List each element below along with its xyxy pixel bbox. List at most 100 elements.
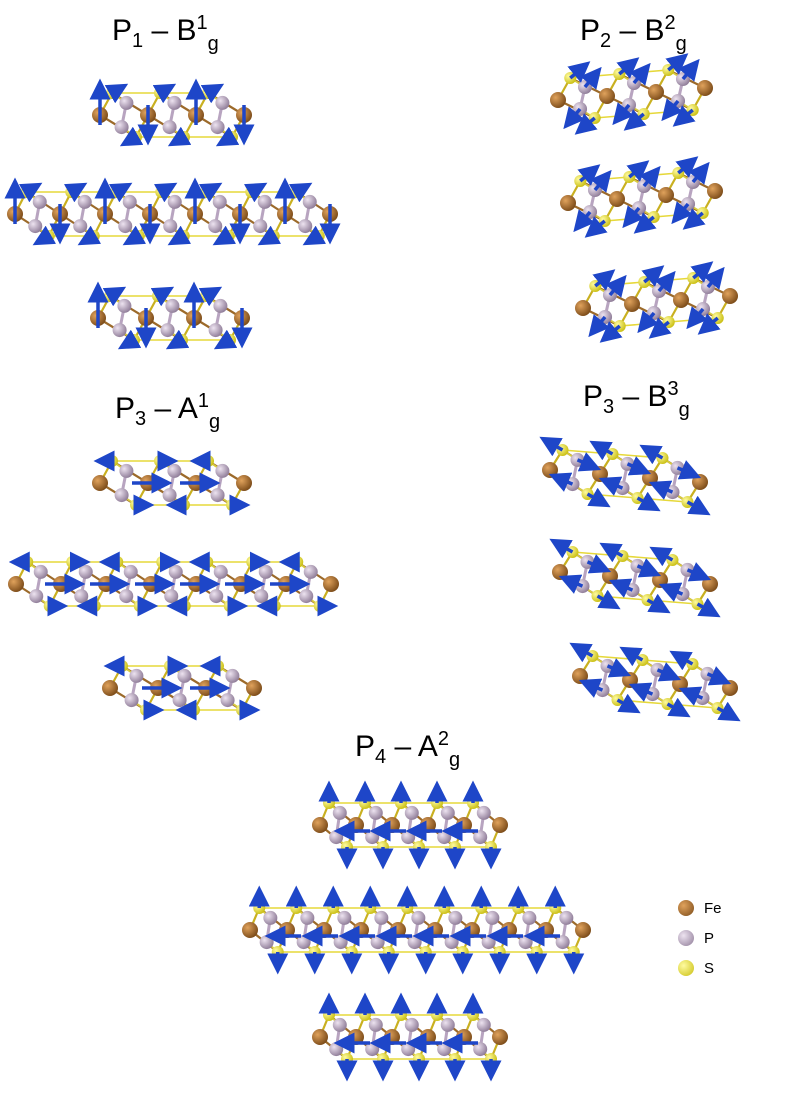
title-base: P: [580, 14, 601, 47]
displacement-arrow: [639, 444, 664, 465]
fe-atom: [560, 195, 576, 211]
displacement-arrow: [646, 593, 671, 614]
displacement-arrow: [108, 182, 133, 203]
displacement-arrow: [569, 642, 594, 663]
fe-atom: [102, 680, 118, 696]
s-atom-icon: [678, 960, 694, 976]
fe-atom: [707, 183, 723, 199]
p-atom: [225, 668, 240, 683]
displacement-arrow: [637, 310, 659, 334]
p-atom: [122, 194, 137, 209]
fe-atom: [673, 292, 689, 308]
fe-atom: [592, 466, 608, 482]
p-atom: [298, 219, 313, 234]
displacement-arrow: [608, 578, 634, 598]
displacement-arrow: [548, 472, 574, 492]
p-atom: [253, 219, 268, 234]
displacement-arrow: [152, 83, 177, 104]
p-atom: [254, 589, 269, 604]
displacement-arrow: [586, 554, 612, 574]
displacement-arrow: [599, 542, 624, 563]
title-base: P: [583, 380, 604, 413]
p-atom: [208, 323, 223, 338]
panel-title-p2: P2 – B2g: [580, 12, 687, 55]
p-atom: [404, 1017, 419, 1032]
title-sup: 2: [437, 728, 449, 750]
fe-atom: [648, 84, 664, 100]
title-sup: 1: [196, 12, 208, 34]
p-atom: [473, 830, 488, 845]
displacement-arrow: [590, 169, 612, 193]
fe-atom: [702, 576, 718, 592]
p-atom: [172, 693, 187, 708]
displacement-arrow: [686, 562, 712, 582]
displacement-arrow: [150, 286, 175, 307]
p-atom: [300, 910, 315, 925]
displacement-arrow: [716, 701, 741, 722]
fe-atom: [658, 187, 674, 203]
fe-atom: [92, 475, 108, 491]
p-atom: [167, 95, 182, 110]
displacement-arrow: [586, 487, 611, 508]
fe-atom-icon: [678, 900, 694, 916]
p-atom: [162, 488, 177, 503]
p-atom: [302, 194, 317, 209]
displacement-arrow: [678, 58, 700, 82]
displacement-arrow: [558, 574, 584, 594]
displacement-arrow: [549, 538, 574, 559]
title-tail: g: [675, 33, 687, 55]
p-atom: [33, 564, 48, 579]
fe-atom: [602, 568, 618, 584]
p-atom: [160, 323, 175, 338]
p-atom: [117, 298, 132, 313]
fe-atom: [550, 92, 566, 108]
displacement-arrow: [636, 491, 661, 512]
fe-atom: [312, 817, 328, 833]
p-atom: [440, 1017, 455, 1032]
p-atom: [258, 564, 273, 579]
fe-atom: [242, 922, 258, 938]
legend-row-p: P: [678, 923, 722, 953]
title-letter: A: [177, 392, 198, 425]
displacement-arrow: [616, 693, 641, 714]
panel-title-p3b: P3 – B3g: [583, 378, 690, 421]
displacement-arrow: [122, 225, 147, 246]
displacement-arrow: [580, 66, 602, 90]
title-base: P: [355, 730, 376, 763]
atom-legend: Fe P S: [678, 893, 722, 983]
fe-atom: [722, 680, 738, 696]
p-atom: [476, 805, 491, 820]
displacement-arrow: [576, 452, 602, 472]
displacement-arrow: [243, 182, 268, 203]
p-atom: [167, 463, 182, 478]
p-atom: [368, 805, 383, 820]
fe-atom: [246, 680, 262, 696]
fe-atom: [542, 462, 558, 478]
title-sup: 2: [664, 12, 676, 34]
displacement-arrow: [213, 329, 238, 350]
p-atom: [212, 194, 227, 209]
p-atom: [374, 910, 389, 925]
fe-atom: [697, 80, 713, 96]
p-atom: [177, 668, 192, 683]
displacement-arrow: [288, 182, 313, 203]
displacement-arrow: [676, 460, 702, 480]
displacement-arrow: [629, 62, 651, 86]
p-atom: [118, 219, 133, 234]
p-atom: [555, 935, 570, 950]
title-tail: g: [678, 399, 690, 421]
title-sub: 2: [600, 30, 612, 52]
p-atom: [337, 910, 352, 925]
displacement-arrow: [612, 102, 634, 126]
displacement-arrow: [661, 98, 683, 122]
displacement-arrow: [649, 546, 674, 567]
fe-atom: [236, 475, 252, 491]
displacement-arrow: [198, 286, 223, 307]
p-atom: [332, 805, 347, 820]
fe-atom: [8, 576, 24, 592]
title-letter: B: [644, 14, 665, 47]
displacement-arrow: [605, 274, 627, 298]
p-atom: [485, 910, 500, 925]
displacement-arrow: [628, 682, 654, 702]
displacement-arrow: [32, 225, 57, 246]
